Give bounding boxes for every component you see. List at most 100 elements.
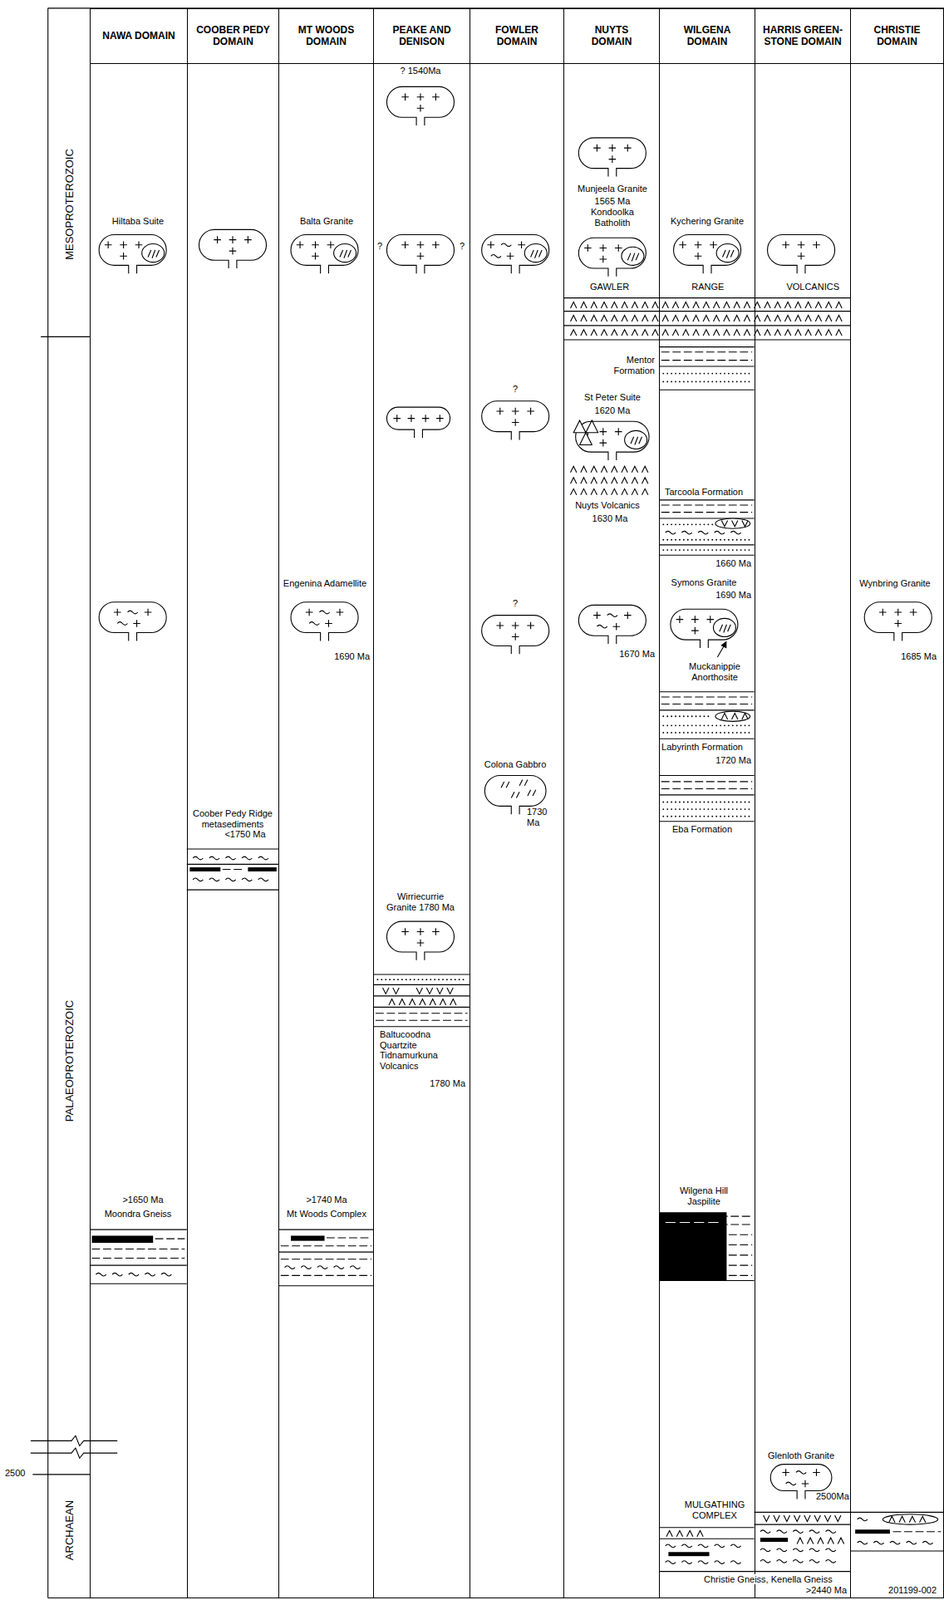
bed-boundary — [658, 1280, 754, 1282]
granite-cross — [678, 240, 687, 249]
gneiss-tilde — [501, 243, 512, 247]
label-box: 1780 Ma — [415, 1078, 466, 1090]
gabbro-mark — [511, 791, 520, 798]
volcanic-symbol — [416, 988, 453, 994]
pluton-outline — [386, 407, 450, 438]
jaspilite-band — [665, 1222, 721, 1224]
granite-symbol — [198, 229, 266, 269]
shale-dash — [661, 504, 753, 506]
granite-cross — [614, 427, 623, 436]
bed-boundary — [754, 1524, 851, 1526]
granite-symbol — [767, 235, 836, 275]
unit-label: ? — [512, 383, 518, 394]
shale-dash — [92, 1248, 186, 1250]
unit-label: Eba Formation — [672, 824, 733, 835]
pluton-outline — [98, 602, 167, 642]
unit-label: Kychering Granite — [670, 216, 744, 227]
bed-boundary — [373, 973, 469, 975]
bed-boundary — [658, 1571, 754, 1573]
domain-heading: PEAKE AND DENISON — [387, 24, 458, 49]
label-box: St Peter Suite — [570, 392, 654, 404]
gneiss-wave — [665, 1544, 742, 1549]
shale-dash — [893, 1531, 942, 1533]
granite-cross — [517, 240, 526, 249]
intrusive-pod — [712, 618, 736, 637]
granite-cross — [144, 609, 153, 617]
iron-formation-bar — [760, 1538, 788, 1543]
pluton-outline — [670, 609, 738, 649]
domain-column: WILGENA DOMAIN — [658, 8, 756, 1599]
frame-line — [40, 336, 90, 338]
granite-cross — [311, 240, 320, 249]
shale-dash — [661, 788, 753, 790]
volcanic-triangles — [573, 420, 598, 445]
granite-cross — [432, 240, 440, 249]
iron-formation-bar — [290, 1235, 325, 1241]
unit-label: 201199-002 — [888, 1585, 937, 1596]
unit-label: 1630 Ma — [592, 513, 629, 524]
granite-cross — [311, 252, 320, 261]
unit-label: Mt Woods Complex — [286, 1209, 367, 1220]
label-box: Munjeela Granite — [566, 183, 659, 195]
sand-dots — [663, 380, 749, 383]
volcanic-symbol — [763, 1515, 841, 1522]
label-box: Moondra Gneiss — [96, 1209, 180, 1220]
intrusive-pod — [716, 244, 739, 263]
pluton-outline — [578, 604, 646, 645]
granite-cross — [336, 609, 345, 617]
bed-boundary — [850, 1512, 944, 1514]
label-box: Engenina Adamellite — [278, 578, 372, 590]
label-box: Wynbring Granite — [848, 578, 942, 590]
label-box: 1730 Ma — [526, 806, 554, 828]
unit-label: Tarcoola Formation — [664, 486, 743, 497]
shale-dash — [280, 1245, 372, 1247]
label-box: Hiltaba Suite — [96, 216, 180, 227]
bed-boundary — [658, 365, 754, 367]
pluton-outline — [578, 137, 646, 177]
pod-hatch — [719, 624, 732, 634]
granite-symbol — [481, 615, 550, 655]
iron-formation-bar — [668, 1552, 709, 1557]
label-box: Symons Granite — [662, 577, 746, 589]
pod-hatch — [531, 250, 543, 259]
shale-dash — [661, 703, 753, 705]
granite-symbol — [673, 235, 742, 275]
label-box: ? — [509, 383, 522, 395]
sand-dots — [663, 715, 708, 718]
shale-dash — [661, 359, 753, 361]
bed-boundary — [850, 1550, 944, 1552]
domain-column: FOWLER DOMAIN — [469, 8, 565, 1599]
pluton-outline — [386, 921, 454, 961]
intrusive-pod — [524, 244, 547, 263]
granite-cross — [486, 240, 495, 249]
granite-cross — [432, 93, 440, 101]
granite-symbol — [578, 237, 646, 277]
volcanic-symbol — [721, 520, 748, 527]
unit-label: ? 1540Ma — [400, 65, 442, 76]
gneiss-wave — [95, 1273, 172, 1277]
unit-label: Symons Granite — [671, 577, 738, 588]
unit-label: ? — [377, 240, 383, 251]
granite-cross — [609, 144, 617, 153]
gabbro-mark — [519, 779, 528, 786]
granite-cross — [417, 104, 425, 113]
label-box: Wirriecurrie Granite 1780 Ma — [383, 891, 458, 913]
granite-cross — [599, 244, 608, 252]
gneiss-tilde — [796, 1471, 807, 1475]
granite-symbol — [290, 602, 359, 642]
unit-label: GAWLER RANGE VOLCANICS — [590, 281, 840, 293]
bed-boundary — [89, 1229, 187, 1231]
label-box: GAWLER RANGE VOLCANICS — [590, 281, 840, 293]
shale-dash — [661, 781, 753, 782]
label-box: Colona Gabbro — [473, 759, 557, 771]
era-band: PALAEOPROTEROZOIC — [48, 336, 90, 1475]
shale-dash — [728, 1234, 753, 1236]
granite-symbol — [98, 602, 167, 642]
label-box: MULGATHING COMPLEX — [680, 1499, 749, 1521]
sand-dots — [663, 816, 749, 818]
granite-symbol — [386, 407, 450, 438]
granite-cross — [511, 622, 520, 630]
bed-boundary — [373, 1007, 469, 1008]
pluton-outline — [386, 235, 454, 275]
